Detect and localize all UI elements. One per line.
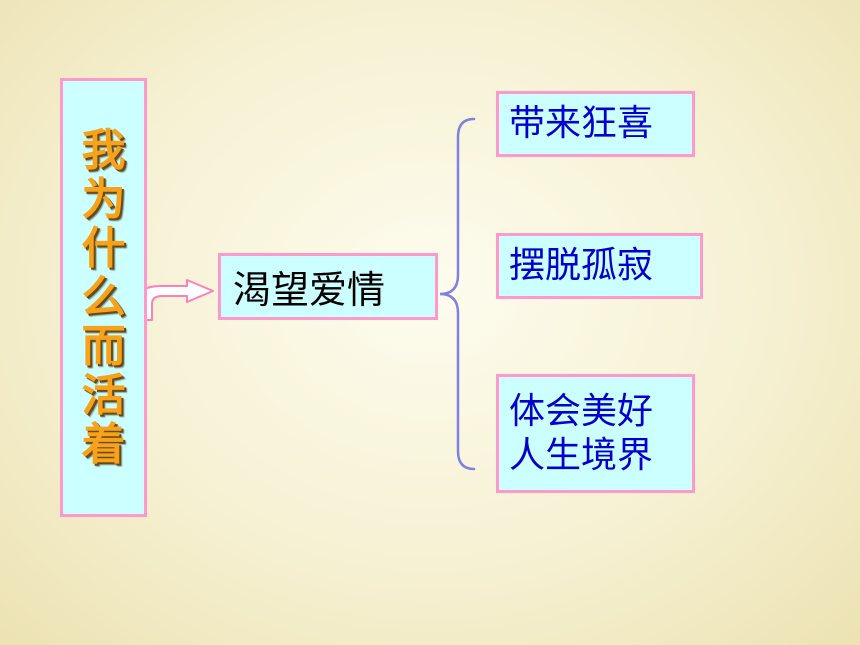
- title-char: 活: [81, 370, 126, 421]
- center-node: 渴望爱情: [218, 253, 438, 320]
- brace: [439, 117, 476, 471]
- branch-3-line-1: 体会美好: [509, 390, 654, 432]
- title-char: 么: [81, 272, 126, 323]
- branch-node-3: 体会美好 人生境界: [496, 374, 695, 493]
- title-text: 我为什么而活着: [82, 126, 126, 469]
- branch-1-line-1: 带来狂喜: [509, 103, 654, 144]
- branch-node-1: 带来狂喜: [496, 91, 695, 157]
- curved-arrow: [135, 279, 214, 321]
- title-char: 而: [81, 321, 126, 372]
- branch-3-line-2: 人生境界: [509, 434, 654, 476]
- title-char: 什: [81, 223, 126, 274]
- title-char: 着: [81, 419, 126, 470]
- branch-node-2: 摆脱孤寂: [496, 233, 703, 299]
- title-char: 为: [81, 174, 126, 225]
- center-label: 渴望爱情: [233, 268, 386, 312]
- title-char: 我: [81, 125, 126, 176]
- title-box: 我为什么而活着: [60, 78, 147, 517]
- branch-2-line-1: 摆脱孤寂: [509, 245, 654, 286]
